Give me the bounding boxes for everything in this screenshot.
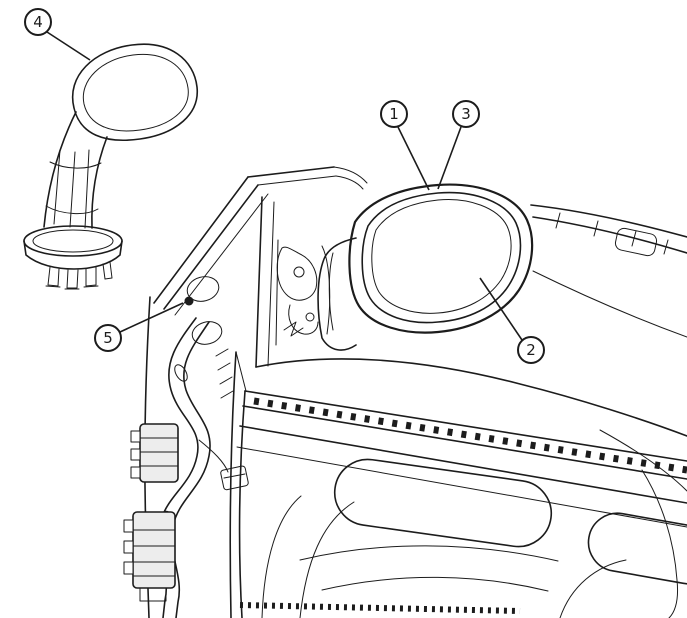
door-window-frame (153, 166, 687, 437)
panel-cutout (587, 512, 687, 585)
callout-5-leader (119, 302, 184, 333)
callout-1-label: 1 (389, 105, 399, 123)
connector-block-upper (130, 423, 179, 483)
callout-4-bubble (24, 8, 52, 36)
connector-pin (66, 269, 79, 289)
harness-tape (174, 364, 188, 382)
connector-pin (47, 266, 60, 287)
grommet-opening (186, 276, 220, 302)
callout-5-target-bolt (184, 296, 194, 306)
callout-4: 4 (24, 8, 91, 61)
callout-1-bubble (380, 100, 408, 128)
door-beltline (236, 390, 687, 528)
callout-3-leader (437, 126, 462, 190)
connector-small (220, 465, 249, 491)
mirror-head-inner (82, 53, 189, 132)
callout-2-label: 2 (526, 341, 536, 359)
callout-5: 5 (94, 296, 194, 352)
beltline-slot-row (253, 397, 687, 474)
mirror-head-outer (71, 43, 198, 141)
detached-mirror-assembly (23, 43, 198, 290)
callout-4-leader (46, 31, 91, 61)
connector-pin (102, 261, 113, 280)
connector-pin (85, 266, 97, 287)
mirror-glass-inner (371, 199, 512, 314)
callout-3: 3 (437, 100, 480, 190)
weld-tick-row (239, 602, 521, 614)
callout-2-bubble (517, 336, 545, 364)
callout-3-bubble (452, 100, 480, 128)
panel-cutout (333, 458, 553, 548)
callout-1: 1 (380, 100, 430, 191)
grommet-opening (191, 321, 223, 345)
connector-block-lower (123, 511, 176, 602)
mirror-housing (348, 183, 534, 334)
callout-5-label: 5 (103, 329, 113, 347)
callout-1-leader (397, 126, 430, 191)
mirror-sail-mount (317, 237, 357, 351)
roof-rail (530, 204, 687, 338)
rail-bracket (614, 227, 658, 257)
window-sill (255, 358, 687, 437)
callout-4-label: 4 (33, 13, 43, 31)
door-mirror-assembly (275, 183, 534, 351)
callout-5-bubble (94, 324, 122, 352)
mirror-glass-outer (361, 191, 522, 324)
door-inner-panel (238, 390, 687, 618)
callout-2-leader (479, 277, 523, 341)
callout-3-label: 3 (461, 105, 471, 123)
callout-2: 2 (479, 277, 545, 364)
